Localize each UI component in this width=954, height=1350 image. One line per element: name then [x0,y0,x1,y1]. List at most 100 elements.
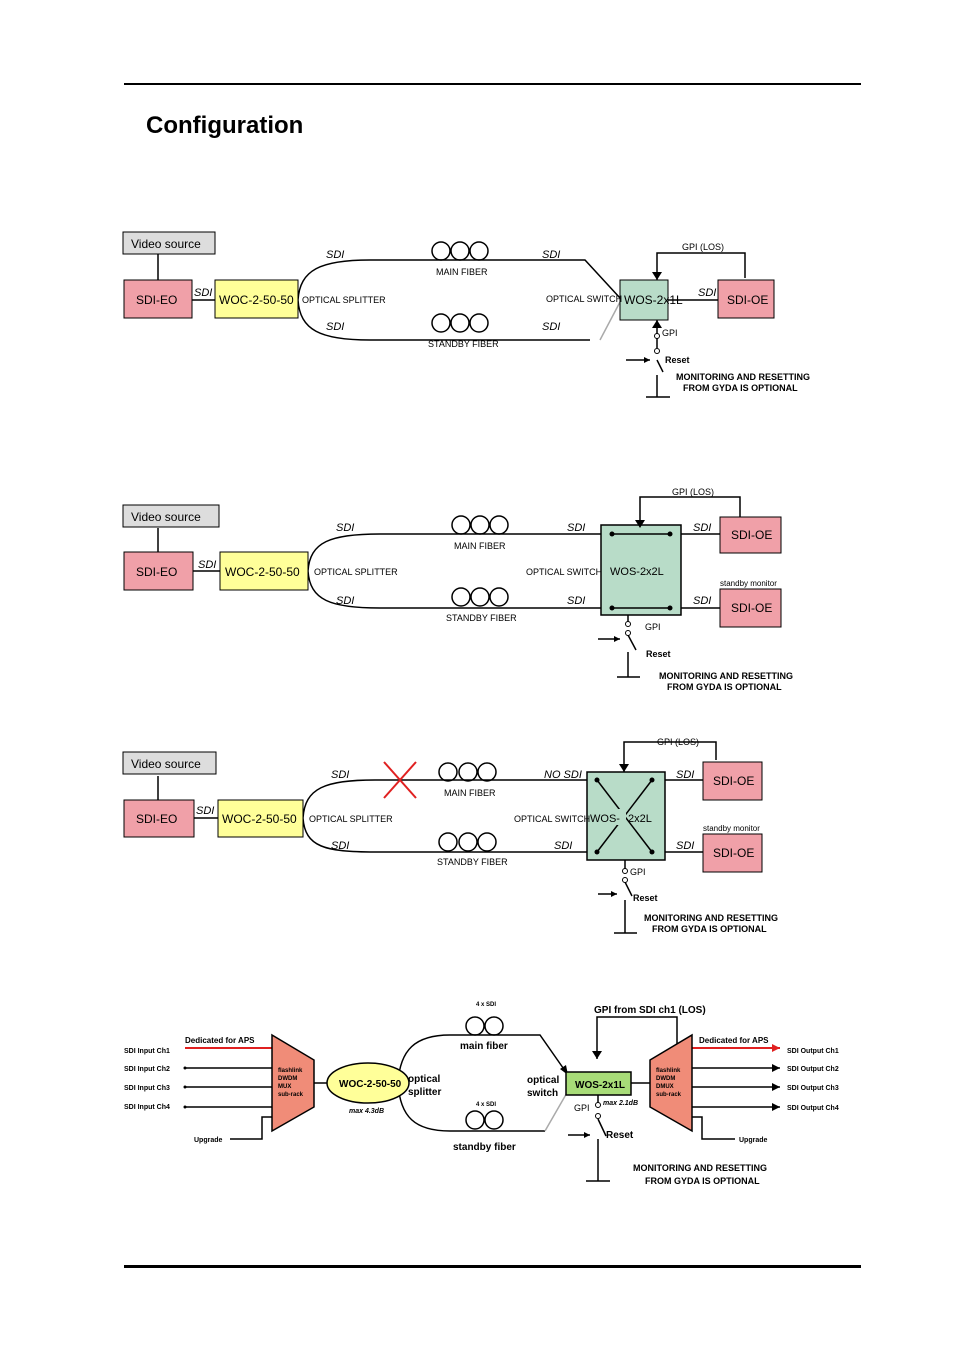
demux-line: flashlink [656,1068,681,1074]
sdi-label: SDI [198,559,216,571]
video-source-box [122,231,216,255]
gpi-los-label: GPI (LOS) [672,487,714,497]
switch-label: WOS-2x2L [610,566,664,578]
main-fiber-label: MAIN FIBER [454,541,506,551]
splitter-loss-label: max 4.3dB [349,1108,384,1115]
reset-label: Reset [606,1130,634,1141]
gpi-los-label: GPI (LOS) [657,737,699,747]
standby-fiber-label: standby fiber [453,1142,516,1153]
sdi-oe-main-label: SDI-OE [713,774,754,788]
sdi-oe-box [717,279,775,319]
gpi-label: GPI [662,328,678,338]
demux-line: DWDM [656,1076,675,1082]
mux-line: sub-rack [278,1092,304,1098]
demux-line: DMUX [656,1084,674,1090]
sdi-label: SDI [326,321,344,333]
demux-line: sub-rack [656,1092,682,1098]
four-sdi-label: 4 x SDI [476,1002,496,1008]
splitter-label: WOC-2-50-50 [222,812,297,826]
diagram-dwdm-aps: flashlink DWDM MUX sub-rack flashlink DW… [124,1002,839,1186]
four-sdi-label: 4 x SDI [476,1102,496,1108]
mux-line: flashlink [278,1068,303,1074]
splitter-label: WOC-2-50-50 [219,293,294,307]
sdi-label: SDI [326,249,344,261]
video-source-box [122,504,220,528]
mux-line: MUX [278,1084,291,1090]
sdi-oe-standby-box [702,833,763,873]
note-line2: FROM GYDA IS OPTIONAL [645,1176,760,1186]
reset-label: Reset [646,649,671,659]
diagram-wos-2x2l-failover: Video source SDI-EO WOC-2-50-50 OPTICAL … [122,737,778,934]
diagram-wos-2x2l: Video source SDI-EO WOC-2-50-50 OPTICAL … [122,487,793,692]
gpi-los-label: GPI (LOS) [682,242,724,252]
sdi-eo-box [123,551,194,591]
standby-fiber-label: STANDBY FIBER [446,613,517,623]
note-line2: FROM GYDA IS OPTIONAL [652,924,767,934]
optical-switch-label: OPTICAL SWITCH [546,294,622,304]
main-fiber-label: MAIN FIBER [444,788,496,798]
output-ch2-label: SDI Output Ch2 [787,1066,839,1073]
splitter-label: WOC-2-50-50 [225,565,300,579]
sdi-label: SDI [194,287,212,299]
sdi-eo-label: SDI-EO [136,565,177,579]
dedicated-aps-label: Dedicated for APS [185,1036,255,1045]
optical-label: optical [408,1074,440,1085]
optical-switch-label: OPTICAL SWITCH [526,567,602,577]
output-ch4-label: SDI Output Ch4 [787,1105,839,1112]
video-source-label: Video source [131,237,201,251]
video-source-box [122,751,217,775]
optical-splitter-label: OPTICAL SPLITTER [309,814,393,824]
sdi-oe-label: SDI-OE [727,293,768,307]
input-ch2-label: SDI Input Ch2 [124,1066,170,1073]
splitter-box [219,551,309,591]
optical-label: optical [527,1075,559,1086]
mux-line: DWDM [278,1076,297,1082]
note-line2: FROM GYDA IS OPTIONAL [667,682,782,692]
sdi-label: SDI [336,522,354,534]
no-sdi-label: NO SDI [544,769,582,781]
input-ch3-label: SDI Input Ch3 [124,1085,170,1092]
page-title: Configuration [146,112,304,139]
splitter-box [217,799,304,838]
gpi-from-label: GPI from SDI ch1 (LOS) [594,1005,706,1016]
sdi-label: SDI [693,522,711,534]
reset-label: Reset [633,893,658,903]
gpi-label: GPI [645,622,661,632]
optical-splitter-label: OPTICAL SPLITTER [314,567,398,577]
sdi-label: SDI [336,595,354,607]
splitter-label: WOC-2-50-50 [339,1079,402,1090]
output-ch1-label: SDI Output Ch1 [787,1048,839,1055]
sdi-label: SDI [542,321,560,333]
switch-label-left: WOS- [590,813,620,825]
switch-box [565,1071,632,1096]
upgrade-label: Upgrade [194,1137,223,1144]
switch-box [600,524,682,616]
main-fiber-label: MAIN FIBER [436,267,488,277]
sdi-label: SDI [567,522,585,534]
sdi-eo-label: SDI-EO [136,293,177,307]
splitter-box [214,279,299,319]
sdi-eo-box [123,279,193,319]
upgrade-label: Upgrade [739,1137,768,1144]
sdi-label: SDI [196,805,214,817]
standby-fiber-label: STANDBY FIBER [437,857,508,867]
video-source-label: Video source [131,757,201,771]
sdi-oe-standby-label: SDI-OE [731,601,772,615]
header-rule [124,83,861,85]
sdi-eo-label: SDI-EO [136,812,177,826]
standby-monitor-label: standby monitor [720,579,777,588]
sdi-oe-main-box [702,761,763,801]
diagram-wos-2x1l: Video source SDI-EO WOC-2-50-50 OPTICAL … [122,231,810,398]
demux-trapezoid [649,1033,693,1133]
standby-monitor-label: standby monitor [703,824,760,833]
sdi-eo-box [123,799,195,838]
switch-box [619,279,669,321]
mux-trapezoid [271,1033,315,1133]
sdi-label: SDI [567,595,585,607]
optical-splitter-label: OPTICAL SPLITTER [302,295,386,305]
note-line1: MONITORING AND RESETTING [659,671,793,681]
note-line2: FROM GYDA IS OPTIONAL [683,383,798,393]
dedicated-aps-label: Dedicated for APS [699,1036,769,1045]
note-line1: MONITORING AND RESETTING [676,372,810,382]
switch-label-right: 2x2L [628,813,652,825]
